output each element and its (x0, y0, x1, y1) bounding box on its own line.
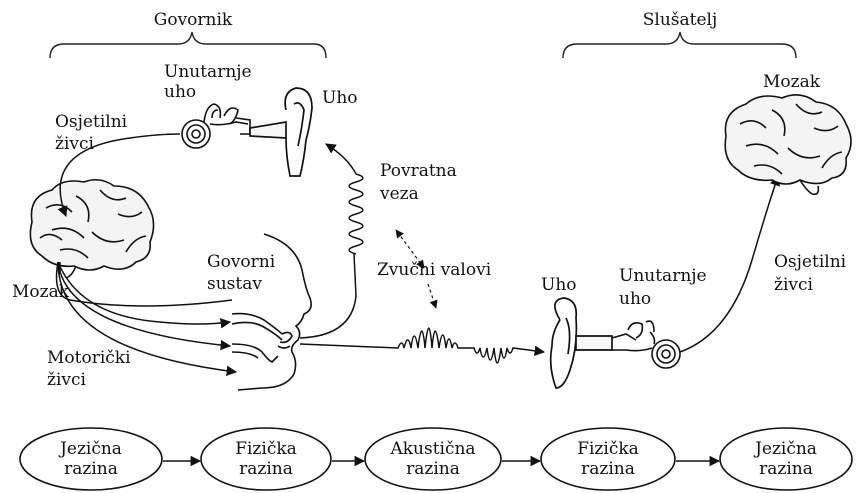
motor-nerves-label-2: živci (47, 370, 86, 391)
speaker-brain-icon (30, 180, 153, 278)
sensory-nerves-listener-label-1: Osjetilni (774, 252, 846, 273)
level-2-line1: Fizička (235, 439, 297, 459)
sensory-nerves-speaker-label-2: živci (55, 134, 94, 155)
listener-brace (563, 32, 796, 58)
sensory-nerves-listener-label-2: živci (774, 275, 813, 296)
feedback-wave (349, 174, 363, 254)
vocal-system-label-1: Govorni (207, 252, 275, 273)
sensory-nerves-speaker-label-1: Osjetilni (55, 112, 127, 133)
sensory-nerve-path-listener (680, 176, 778, 352)
brain-listener-label: Mozak (763, 72, 820, 93)
ear-listener-label: Uho (541, 275, 577, 296)
level-3-line2: razina (390, 459, 475, 479)
vocal-system-label-2: sustav (207, 274, 262, 295)
brain-speaker-label: Mozak (12, 282, 69, 303)
speaker-outer-ear-icon (250, 88, 312, 176)
level-4-line1: Fizička (577, 439, 639, 459)
level-1-line2: razina (60, 459, 122, 479)
feedback-label-1: Povratna (380, 161, 457, 182)
motor-nerves-label-1: Motorički (47, 348, 131, 369)
inner-ear-speaker-label-2: uho (164, 82, 196, 103)
sound-waves-label: Zvučni valovi (377, 260, 491, 281)
feedback-arrow-to-ear (326, 144, 356, 174)
sound-wave-pointer-main (428, 284, 436, 308)
level-5-line2: razina (755, 459, 817, 479)
speaker-inner-ear-icon (182, 104, 250, 148)
level-3-line1: Akustična (390, 439, 475, 459)
level-4-line2: razina (577, 459, 639, 479)
speaker-title: Govornik (154, 10, 232, 31)
motor-nerve-path-1 (58, 262, 230, 324)
listener-inner-ear-icon (612, 321, 680, 368)
motor-nerve-path-2 (58, 262, 230, 346)
listener-title: Slušatelj (643, 10, 718, 31)
inner-ear-speaker-label-1: Unutarnje (164, 62, 252, 83)
main-sound-wave (300, 328, 544, 363)
listener-brain-icon (725, 95, 851, 195)
listener-outer-ear-icon (551, 298, 612, 388)
feedback-label-2: veza (380, 184, 419, 205)
level-1-line1: Jezična (60, 439, 122, 459)
speaker-brace (50, 32, 326, 58)
level-2-line2: razina (235, 459, 297, 479)
level-5-line1: Jezična (755, 439, 817, 459)
inner-ear-listener-label-1: Unutarnje (619, 266, 707, 287)
inner-ear-listener-label-2: uho (619, 289, 651, 310)
ear-speaker-label: Uho (322, 88, 358, 109)
